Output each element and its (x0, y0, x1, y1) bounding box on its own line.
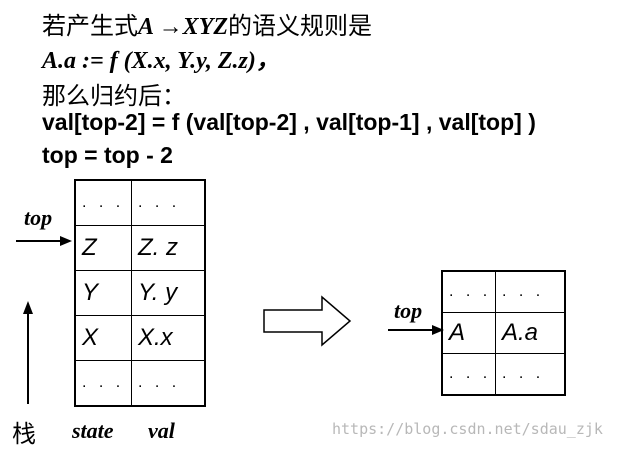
state-cell: Z (74, 225, 132, 271)
stack-row: A A.a (441, 312, 566, 354)
state-cell: A (441, 312, 496, 354)
val-column-label: val (148, 418, 175, 443)
state-cell: X (74, 315, 132, 361)
val-cell: X.x (131, 315, 206, 361)
val-cell: . . . (495, 353, 566, 396)
right-pointer-arrow-icon (388, 325, 444, 335)
val-assignment: val[top-2] = f (val[top-2] , val[top-1] … (42, 109, 536, 135)
state-cell: . . . (441, 353, 496, 396)
production-formula: A →XYZ (138, 14, 229, 40)
stack-label: 栈 (12, 420, 36, 448)
stack-growth-arrow-icon (23, 301, 33, 404)
transition-arrow-icon (263, 295, 352, 347)
state-column-label: state (72, 418, 114, 443)
reduction-intro: 那么归约后： (42, 82, 186, 110)
left-top-label: top (24, 205, 53, 230)
state-cell: . . . (441, 270, 496, 313)
stack-row: . . . . . . (441, 270, 566, 313)
state-cell: . . . (74, 360, 132, 407)
val-cell: . . . (131, 360, 206, 407)
stack-row: . . . . . . (441, 353, 566, 396)
semantic-rule: A.a := f (X.x, Y.y, Z.z)， (42, 48, 280, 74)
stack-row: Z Z. z (74, 225, 206, 271)
val-cell: Z. z (131, 225, 206, 271)
state-cell: Y (74, 270, 132, 316)
right-top-label: top (394, 298, 423, 323)
val-cell: . . . (131, 179, 206, 226)
left-pointer-arrow-icon (16, 236, 72, 246)
right-stack-table: . . . . . . A A.a . . . . . . (441, 270, 566, 396)
rule-suffix: 的语义规则是 (228, 12, 373, 40)
left-stack-table: . . . . . . Z Z. z Y Y. y X X.x . . . . … (74, 179, 206, 407)
rule-line-1: 若产生式A →XYZ的语义规则是 (42, 6, 372, 41)
stack-row: X X.x (74, 315, 206, 361)
stack-row: . . . . . . (74, 179, 206, 226)
stack-row: . . . . . . (74, 360, 206, 407)
watermark: https://blog.csdn.net/sdau_zjk (332, 420, 603, 438)
stack-row: Y Y. y (74, 270, 206, 316)
val-cell: Y. y (131, 270, 206, 316)
val-cell: A.a (495, 312, 566, 354)
rule-prefix: 若产生式 (42, 12, 138, 40)
top-assignment: top = top - 2 (42, 142, 173, 168)
val-cell: . . . (495, 270, 566, 313)
